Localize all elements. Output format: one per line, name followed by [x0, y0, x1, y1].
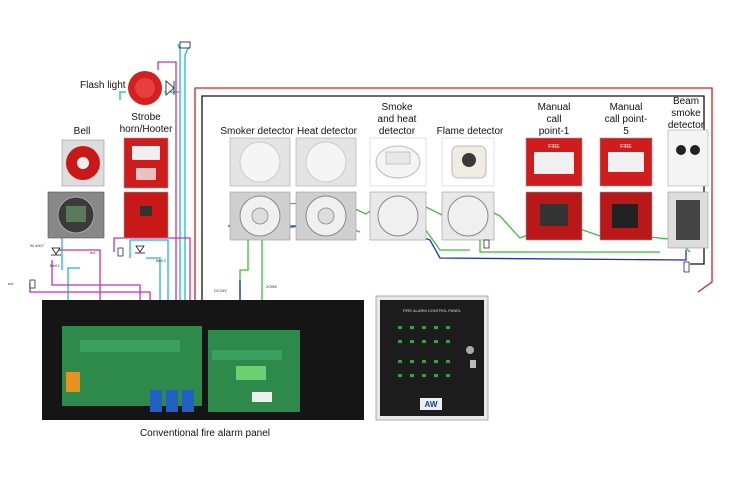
bell-label: Bell: [73, 126, 91, 137]
panel-brand-text: AW: [425, 400, 438, 409]
manual-call-point-1-device: FIRE: [525, 137, 583, 241]
red-wire: [194, 87, 713, 300]
smoke-detector-device: [229, 137, 291, 241]
heat-detector-label: Heat detector: [296, 126, 358, 137]
eol-label-left: eol: [8, 281, 14, 286]
manual-call-point-5-device: FIRE: [599, 137, 653, 241]
cyan-wire-bell2: [61, 231, 169, 300]
panel-caption: Conventional fire alarm panel: [139, 428, 271, 439]
flame-detector-device: [441, 137, 495, 241]
eol-label-strobe: eol: [90, 250, 96, 255]
mcp1-fire-text: FIRE: [548, 144, 560, 150]
flash-light-device: [126, 70, 175, 106]
flame-detector-label: Flame detector: [436, 126, 504, 137]
magenta-wire-2: [113, 237, 191, 300]
zone-label: ZONE: [266, 284, 278, 289]
manual-call-point-1-label: Manual call point-1: [537, 102, 571, 137]
strobe-label: Strobe horn/Hooter: [119, 112, 173, 135]
fire-alarm-front-panel: FIRE ALARM CONTROL PANEL AW: [375, 295, 489, 421]
panel-leds: [398, 326, 450, 377]
strobe-device: [123, 137, 169, 239]
manual-call-point-5-label: Manual call point-5: [604, 102, 648, 137]
flash-light-label: Flash light: [80, 80, 126, 91]
beam-smoke-detector-label: Beam smoke detector: [667, 96, 705, 131]
panel-title-text: FIRE ALARM CONTROL PANEL: [403, 308, 462, 313]
black-wire: [201, 95, 705, 300]
heat-detector-device: [295, 137, 357, 241]
control-panel-pcb: [42, 300, 364, 420]
beam-smoke-detector-device: [667, 129, 709, 249]
bell-terminal-label: Bell 1: [50, 263, 61, 268]
bell-terminal-2-label: Bell 2: [156, 258, 167, 263]
magenta-wire: [29, 61, 177, 300]
smoke-detector-label: Smoker detector: [220, 126, 294, 137]
diode-symbols: [51, 41, 191, 256]
smoke-heat-label: Smoke and heat detector: [377, 102, 417, 137]
smoke-heat-detector-device: [369, 137, 427, 241]
bell-device: [47, 139, 105, 239]
mcp5-fire-text: FIRE: [620, 144, 632, 150]
dc24-label: DC24V: [214, 288, 227, 293]
diode-label: IN 4007: [30, 243, 45, 248]
eol-resistors: [29, 239, 690, 289]
